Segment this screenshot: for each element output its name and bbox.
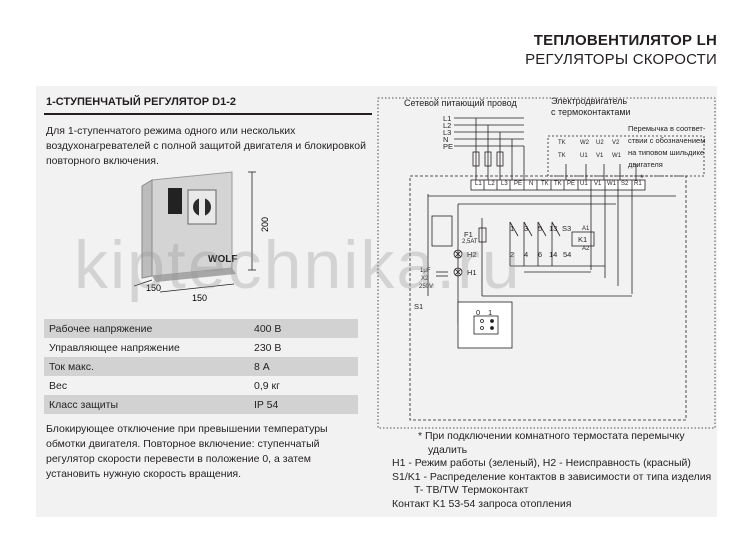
spec-label: Вес <box>49 379 68 392</box>
cap-value: 1μF <box>420 268 431 274</box>
terminal-label: L3 <box>501 181 508 187</box>
protection-note: Блокирующее отключение при превышении те… <box>46 423 328 480</box>
spec-label: Ток макс. <box>44 357 254 376</box>
switch-contact: 3 <box>524 224 529 233</box>
motor-term: U2 <box>596 140 604 146</box>
fuse-label: F1 <box>464 230 473 239</box>
lamp-h1: H1 <box>467 268 477 277</box>
line-l1: L1 <box>443 114 452 123</box>
terminal-label: W1 <box>607 181 616 187</box>
cap-voltage: 250V <box>419 284 434 290</box>
legend-line: Контакт K1 53-54 запроса отопления <box>392 497 572 510</box>
header-subtitle: РЕГУЛЯТОРЫ СКОРОСТИ <box>525 51 717 68</box>
switch-contact: 5 <box>538 224 543 233</box>
selector-s1: S1 <box>414 302 424 311</box>
motor-term: V1 <box>596 153 604 159</box>
line-l2: L2 <box>443 121 452 130</box>
jumper-star: * <box>640 173 644 183</box>
switch-contact: 14 <box>549 250 558 259</box>
spec-value: 400 В <box>254 319 358 338</box>
switch-contact: 13 <box>549 224 558 233</box>
spec-value: IP 54 <box>254 395 358 414</box>
dim-width: 150 <box>192 293 207 303</box>
legend-line: H1 - Режим работы (зеленый), H2 - Неиспр… <box>392 457 691 470</box>
table-row: Управляющее напряжение 230 В <box>44 338 358 357</box>
terminal-label: TK <box>554 181 562 187</box>
supply-label: Сетевой питающий провод <box>404 98 517 108</box>
motor-term: W2 <box>580 140 589 146</box>
spec-value: 8 А <box>254 357 358 376</box>
device-brand: WOLF <box>208 254 237 265</box>
terminal-label: L2 <box>488 181 495 187</box>
legend-line: удалить <box>428 443 468 456</box>
relay-a2: A2 <box>582 246 590 252</box>
selector-pos-1: 1 <box>488 308 493 317</box>
dim-depth: 150 <box>146 283 161 293</box>
motor-label-2: с термоконтактами <box>551 107 631 117</box>
switch-contact: 6 <box>538 250 543 259</box>
relay-k1: K1 <box>578 235 588 244</box>
terminal-label: TK <box>541 181 549 187</box>
cap-class: X2 <box>421 276 429 282</box>
jumper-note-1: Перемычка в соответ- <box>628 124 706 133</box>
watermark: kiptechnika.ru <box>74 227 522 303</box>
section-description: Для 1-ступенчатого режима одного или нес… <box>46 125 366 167</box>
motor-term: W1 <box>612 153 621 159</box>
diagram-legend: * При подключении комнатного термостата … <box>392 430 722 512</box>
motor-term: TK <box>558 140 566 146</box>
relay-a1: A1 <box>582 226 590 232</box>
terminal-label: N <box>529 181 534 187</box>
jumper-note-2: ствии с обозначением <box>628 136 706 145</box>
jumper-note-3: на типовом шильдике <box>628 148 705 157</box>
terminal-label: V1 <box>594 181 602 187</box>
legend-line: T- TB/TW Термоконтакт <box>414 484 529 497</box>
switch-contact: S3 <box>562 224 572 233</box>
legend-line: S1/K1 - Распределение контактов в зависи… <box>392 470 712 483</box>
terminal-label: L1 <box>475 181 482 187</box>
terminal-label: R1 <box>634 181 642 187</box>
switch-contact: 4 <box>524 250 529 259</box>
spec-label: Рабочее напряжение <box>44 319 254 338</box>
terminal-label: PE <box>567 181 576 187</box>
header-title: ТЕПЛОВЕНТИЛЯТОР LH <box>533 32 717 49</box>
spec-value: 230 В <box>254 341 282 354</box>
title-divider <box>44 113 372 115</box>
spec-label: Класс защиты <box>44 395 254 414</box>
line-pe: PE <box>443 142 454 151</box>
fuse-rating: 2,5AT <box>462 239 478 245</box>
content-panel <box>36 86 717 517</box>
motor-label-1: Электродвигатель <box>551 96 628 106</box>
section-title: 1-СТУПЕНЧАТЫЙ РЕГУЛЯТОР D1-2 <box>46 96 236 108</box>
line-l3: L3 <box>443 128 452 137</box>
switch-contact: 1 <box>510 224 515 233</box>
selector-pos-0: 0 <box>476 308 481 317</box>
device-illustration: WOLF 200 150 150 <box>133 171 270 303</box>
terminal-label: U1 <box>580 181 588 187</box>
motor-term: U1 <box>580 153 588 159</box>
table-row: Вес 0,9 кг <box>44 376 358 395</box>
switch-contact: 2 <box>510 250 515 259</box>
motor-term: TK <box>558 153 566 159</box>
table-row: Ток макс.8 А <box>44 357 358 376</box>
motor-term: V2 <box>612 140 620 146</box>
terminal-label: PE <box>514 181 523 187</box>
spec-value: 0,9 кг <box>254 379 280 392</box>
terminal-label: S2 <box>621 181 629 187</box>
switch-contact: 54 <box>563 250 572 259</box>
line-n: N <box>443 135 449 144</box>
dim-height: 200 <box>260 217 270 232</box>
legend-line: * При подключении комнатного термостата … <box>418 430 685 442</box>
lamp-h2: H2 <box>467 250 477 259</box>
jumper-note-4: двигателя <box>628 160 663 169</box>
spec-label: Управляющее напряжение <box>49 341 180 354</box>
